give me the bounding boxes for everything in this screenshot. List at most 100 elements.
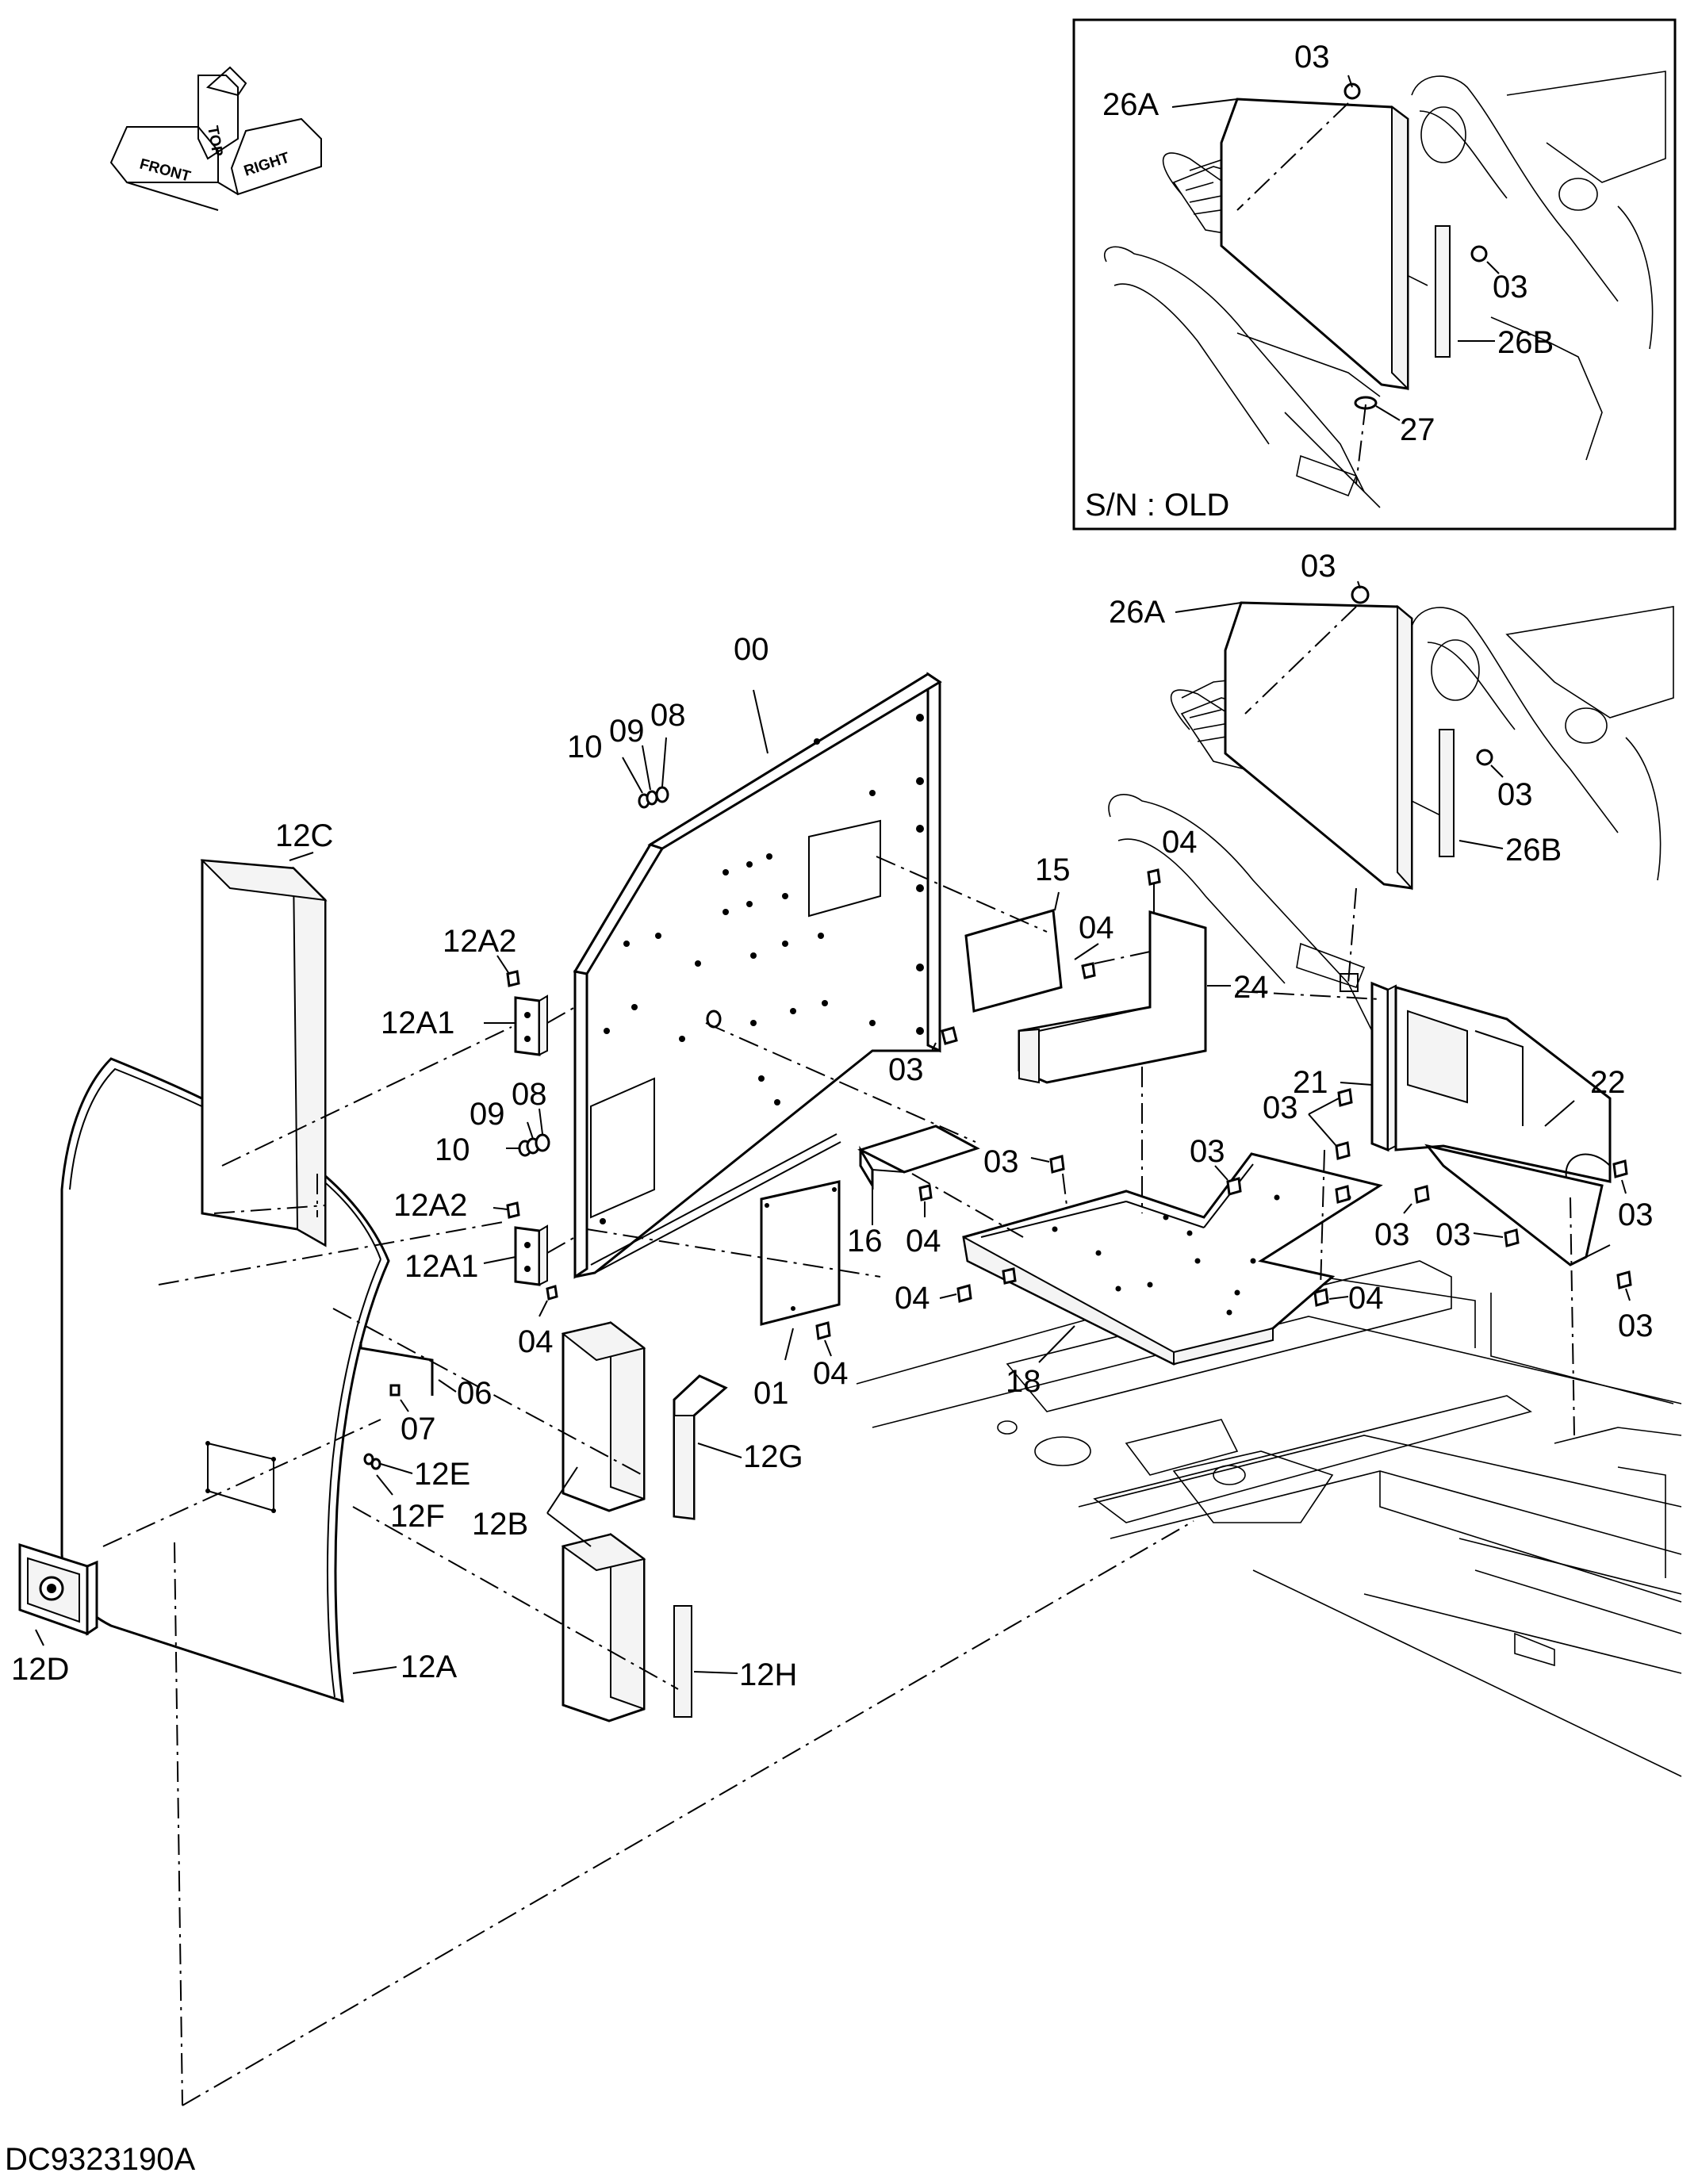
callout-24: 24 bbox=[1233, 970, 1269, 1005]
orientation-symbol: FRONT TOP RIGHT bbox=[109, 66, 322, 211]
bolt-03-panel bbox=[941, 1026, 958, 1045]
hinge-upper: 12A2 12A1 bbox=[381, 924, 576, 1056]
callout-03-shield: 03 bbox=[1301, 549, 1336, 584]
bolt-04-plate15 bbox=[1081, 962, 1096, 979]
callout-03-panel22-right: 03 bbox=[1618, 1197, 1654, 1232]
callout-18: 18 bbox=[1006, 1364, 1041, 1399]
callout-04-plate15: 04 bbox=[1079, 910, 1114, 945]
plate-15: 15 04 bbox=[964, 853, 1114, 1013]
callout-09-lower: 09 bbox=[470, 1097, 505, 1132]
bolt-03-panel22-mid bbox=[1504, 1228, 1520, 1247]
lock-12d: 12D bbox=[11, 1542, 98, 1687]
panel-00: 00 bbox=[573, 632, 942, 1279]
callout-00: 00 bbox=[734, 632, 769, 667]
bolt-03-panel22-right bbox=[1612, 1159, 1628, 1178]
bolt-03-strip bbox=[1476, 749, 1493, 766]
callout-03-tray-mid: 03 bbox=[1190, 1134, 1225, 1169]
callout-03-panel22-low: 03 bbox=[1618, 1308, 1654, 1343]
cover-24: 04 24 bbox=[1018, 825, 1269, 1084]
clip-12e-12f: 12E 12F bbox=[363, 1453, 470, 1534]
callout-06: 06 bbox=[457, 1376, 493, 1411]
foam-12b-upper bbox=[561, 1320, 646, 1512]
bolt-04-plate01 bbox=[815, 1321, 831, 1340]
inset-strip-26b bbox=[1435, 225, 1451, 358]
inset-callout-26a: 26A bbox=[1102, 87, 1159, 122]
callout-04-tray-left: 04 bbox=[895, 1281, 930, 1316]
drawing-code: DC9323190A bbox=[5, 2142, 195, 2177]
inset-callout-03-top: 03 bbox=[1294, 40, 1330, 75]
callout-09-upper: 09 bbox=[609, 714, 645, 749]
inset-callout-27: 27 bbox=[1400, 412, 1435, 447]
orientation-front-label: FRONT bbox=[138, 156, 193, 186]
callout-07: 07 bbox=[401, 1412, 436, 1446]
callout-12g: 12G bbox=[743, 1439, 803, 1474]
bracket-16: 16 04 bbox=[847, 1125, 980, 1259]
callout-12a: 12A bbox=[401, 1649, 457, 1684]
callout-03-bracket21: 03 bbox=[1263, 1090, 1298, 1125]
callout-03-panel22-left: 03 bbox=[1374, 1217, 1410, 1252]
callout-12f: 12F bbox=[390, 1499, 445, 1534]
callout-03-panel22-mid: 03 bbox=[1435, 1217, 1471, 1252]
nut-08-upper bbox=[655, 786, 669, 803]
bracket-21: 21 bbox=[1293, 981, 1397, 1152]
callout-22: 22 bbox=[1590, 1065, 1626, 1100]
callout-15: 15 bbox=[1035, 853, 1071, 887]
callout-04-hinge: 04 bbox=[518, 1324, 554, 1359]
callout-12a2-lower: 12A2 bbox=[393, 1188, 467, 1223]
callout-04-plate01: 04 bbox=[813, 1356, 849, 1391]
callout-08-lower: 08 bbox=[512, 1077, 547, 1112]
orientation-right-label: RIGHT bbox=[242, 149, 292, 179]
washer-09-upper bbox=[646, 790, 658, 806]
callout-04-cover24: 04 bbox=[1162, 825, 1198, 860]
strip-12g: 12G bbox=[673, 1374, 803, 1520]
callout-12a2-upper: 12A2 bbox=[443, 924, 516, 959]
inset-bolt-03-side bbox=[1470, 245, 1488, 262]
bolt-03-shield bbox=[1351, 585, 1370, 604]
shield-26a-main: 26A 03 03 26B bbox=[1109, 549, 1562, 992]
tray-18: 18 04 04 03 03 bbox=[895, 1134, 1384, 1399]
bolt-03-tray-right bbox=[1335, 1185, 1351, 1204]
rod-06: 06 bbox=[359, 1342, 493, 1411]
strip-26b-main bbox=[1439, 729, 1455, 857]
inset-frame-structure bbox=[1104, 71, 1666, 508]
callout-12e: 12E bbox=[414, 1457, 470, 1492]
callout-10-lower: 10 bbox=[435, 1132, 470, 1167]
callout-12a1-upper: 12A1 bbox=[381, 1006, 454, 1040]
panel-22: 22 03 03 03 03 03 bbox=[1263, 986, 1654, 1343]
inset-bolt-03-top bbox=[1343, 82, 1361, 100]
plate-01: 01 04 bbox=[753, 1180, 849, 1411]
fastener-set-lower: 10 09 08 bbox=[435, 1077, 550, 1167]
callout-26b: 26B bbox=[1505, 833, 1562, 868]
callout-12a1-lower: 12A1 bbox=[404, 1249, 478, 1284]
callout-03-strip: 03 bbox=[1497, 777, 1533, 812]
bolt-03-tray-left bbox=[1049, 1155, 1065, 1174]
grommet-07: 07 bbox=[389, 1384, 436, 1446]
callout-10-upper: 10 bbox=[567, 730, 603, 764]
foam-12b-lower bbox=[561, 1533, 646, 1722]
callout-08-upper: 08 bbox=[650, 698, 686, 733]
callout-04-tray-right: 04 bbox=[1348, 1281, 1384, 1316]
bolt-04-cover24 bbox=[1147, 868, 1161, 886]
callout-03-tray-left: 03 bbox=[983, 1144, 1019, 1179]
foam-12c: 12C bbox=[200, 818, 333, 1247]
bolt-03-panel22-left bbox=[1414, 1185, 1430, 1204]
inset-callout-26b: 26B bbox=[1497, 325, 1554, 360]
bolt-03-bracket21 bbox=[1337, 1088, 1353, 1107]
callout-16: 16 bbox=[847, 1224, 883, 1259]
bolt-03-panel22-low bbox=[1616, 1270, 1632, 1289]
inset-callout-03-side: 03 bbox=[1493, 270, 1528, 305]
callout-12c: 12C bbox=[275, 818, 333, 853]
strip-12h: 12H bbox=[673, 1605, 797, 1718]
callout-03-panel: 03 bbox=[888, 1052, 924, 1087]
callout-26a: 26A bbox=[1109, 595, 1165, 630]
callout-21: 21 bbox=[1293, 1065, 1328, 1100]
nut-08-lower bbox=[535, 1133, 550, 1152]
inset-serial-label: S/N : OLD bbox=[1085, 488, 1229, 523]
callout-12b: 12B bbox=[472, 1507, 528, 1542]
machine-structure bbox=[856, 606, 1682, 1777]
bolt-03-tray-mid bbox=[1226, 1177, 1242, 1196]
callout-12d: 12D bbox=[11, 1652, 69, 1687]
leader-lines bbox=[102, 856, 1575, 2106]
